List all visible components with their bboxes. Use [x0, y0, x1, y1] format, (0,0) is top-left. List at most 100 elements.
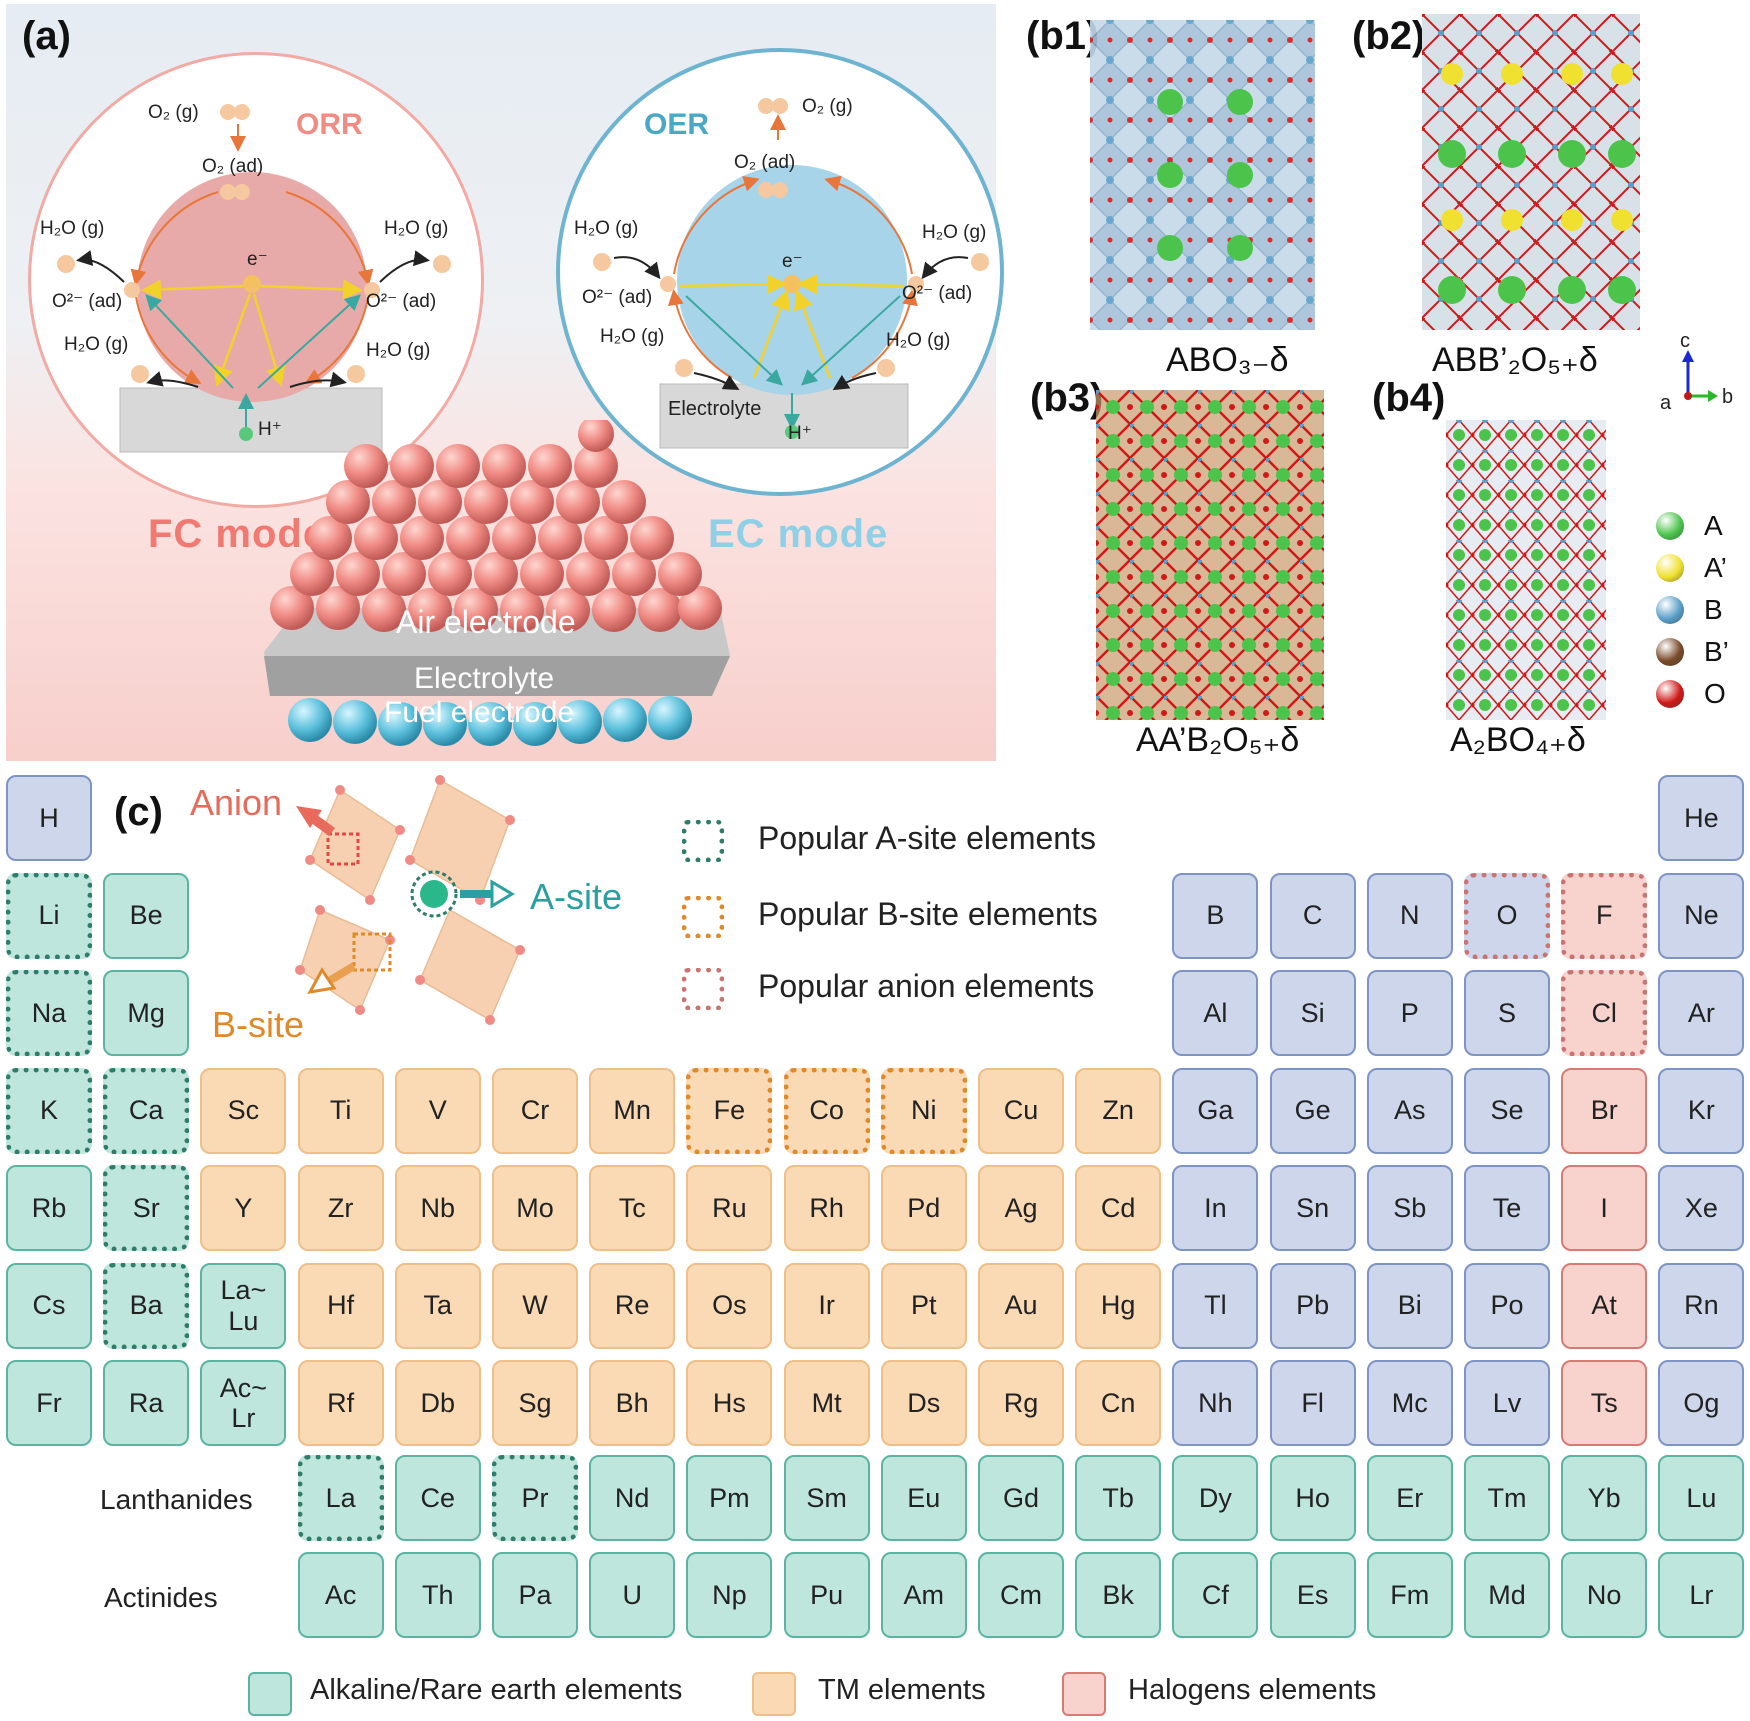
element-symbol: Rf	[327, 1387, 355, 1418]
element-symbol: Hf	[327, 1290, 355, 1321]
element-symbol: Mc	[1391, 1387, 1428, 1418]
element-cell-au: Au	[978, 1262, 1064, 1349]
element-cell-p: P	[1366, 970, 1453, 1056]
element-cell-og: Og	[1658, 1360, 1745, 1446]
element-symbol: Pr	[521, 1482, 549, 1513]
element-cell-re: Re	[589, 1262, 676, 1349]
perovskite-site-illustration	[295, 775, 525, 1025]
panel-label-b3: (b3)	[1030, 376, 1104, 420]
element-symbol: Ac~	[219, 1372, 268, 1403]
element-cell-hg: Hg	[1075, 1262, 1162, 1349]
element-symbol: Au	[1004, 1290, 1038, 1321]
element-cell-lv: Lv	[1464, 1360, 1550, 1446]
element-symbol: Ga	[1197, 1095, 1234, 1126]
element-symbol: In	[1204, 1192, 1227, 1223]
element-cell-pt: Pt	[880, 1262, 967, 1349]
element-symbol: Pb	[1296, 1290, 1330, 1321]
element-cell-la: La	[297, 1455, 384, 1541]
element-cell-gd: Gd	[978, 1455, 1064, 1541]
element-symbol: Cn	[1100, 1387, 1136, 1418]
element-symbol: Xe	[1684, 1192, 1718, 1223]
atom-legend-label: A’	[1704, 552, 1727, 583]
element-symbol: Ir	[818, 1290, 835, 1321]
element-symbol: Ac	[324, 1579, 357, 1610]
element-symbol: Bi	[1397, 1290, 1422, 1321]
oer-h2o-top-left: H₂O (g)	[574, 218, 639, 239]
element-symbol: Ts	[1590, 1387, 1618, 1418]
element-symbol: Eu	[907, 1482, 941, 1513]
element-symbol: No	[1586, 1579, 1622, 1610]
panel-label-b4: (b4)	[1372, 376, 1446, 420]
element-symbol: Mg	[127, 997, 165, 1028]
element-cell-la: La~Lu	[200, 1262, 287, 1349]
element-symbol: Ca	[128, 1095, 164, 1126]
element-symbol-end: Lr	[231, 1403, 256, 1433]
element-cell-eu: Eu	[880, 1455, 967, 1541]
structure-label-a2bo4: A₂BO₄₊δ	[1450, 721, 1586, 759]
oer-electron: e⁻	[782, 251, 803, 272]
element-symbol-end: Lu	[228, 1305, 259, 1336]
element-symbol: Lr	[1689, 1579, 1714, 1610]
element-cell-k: K	[6, 1067, 92, 1154]
element-cell-pu: Pu	[783, 1552, 870, 1638]
crystal-axes-icon	[1682, 350, 1718, 402]
element-cell-ga: Ga	[1172, 1067, 1259, 1154]
element-cell-mn: Mn	[589, 1067, 676, 1154]
element-cell-rh: Rh	[783, 1165, 870, 1251]
structure-aab2o5-crystal	[1096, 390, 1324, 720]
legend-alkaline-swatch	[248, 1672, 292, 1716]
actinides-row-label: Actinides	[104, 1582, 218, 1613]
element-cell-nb: Nb	[394, 1165, 481, 1251]
electrolyte-layer-label: Electrolyte	[414, 662, 555, 695]
element-cell-se: Se	[1464, 1067, 1550, 1154]
axis-label-b: b	[1722, 386, 1734, 408]
element-symbol: Pm	[709, 1482, 750, 1513]
oer-h2o-top-right: H₂O (g)	[922, 222, 987, 243]
element-cell-ni: Ni	[880, 1067, 967, 1154]
element-cell-w: W	[492, 1262, 578, 1349]
element-cell-v: V	[394, 1067, 481, 1154]
orr-electron: e⁻	[247, 249, 268, 270]
orr-title: ORR	[296, 108, 363, 141]
structure-label-abo3: ABO₃₋δ	[1166, 341, 1289, 379]
element-cell-dy: Dy	[1172, 1455, 1259, 1541]
popular-a-site-swatch	[682, 820, 724, 862]
element-cell-ac: Ac	[297, 1552, 384, 1638]
element-symbol: Sm	[806, 1482, 847, 1513]
element-symbol: Ar	[1687, 997, 1715, 1028]
element-cell-fl: Fl	[1269, 1360, 1356, 1446]
element-symbol: Lv	[1492, 1387, 1522, 1418]
element-cell-ta: Ta	[394, 1262, 481, 1349]
element-cell-bk: Bk	[1075, 1552, 1162, 1638]
axis-label-a: a	[1660, 392, 1672, 414]
element-cell-zn: Zn	[1075, 1067, 1162, 1154]
atom-legend-dot	[1656, 596, 1684, 624]
element-cell-th: Th	[394, 1552, 481, 1638]
element-symbol: Tc	[618, 1192, 646, 1223]
legend-halogen-text: Halogens elements	[1128, 1674, 1377, 1706]
element-symbol: Ba	[129, 1290, 163, 1321]
oer-diagram	[593, 98, 989, 449]
element-symbol: O	[1496, 900, 1518, 931]
element-cell-ag: Ag	[978, 1165, 1064, 1251]
element-symbol: Cu	[1003, 1095, 1039, 1126]
element-cell-c: C	[1269, 872, 1356, 959]
element-symbol: Nb	[420, 1192, 456, 1223]
air-electrode-label: Air electrode	[396, 604, 576, 640]
element-symbol: Al	[1203, 997, 1228, 1028]
element-symbol: Ne	[1684, 900, 1719, 931]
element-cell-li: Li	[6, 872, 92, 959]
element-cell-mt: Mt	[783, 1360, 870, 1446]
oer-oxide-left: O²⁻ (ad)	[582, 287, 653, 308]
orr-h2o-bottom-left: H₂O (g)	[64, 334, 129, 355]
element-symbol: Ce	[420, 1482, 456, 1513]
element-symbol: Db	[420, 1387, 456, 1418]
element-cell-ir: Ir	[783, 1262, 870, 1349]
atom-legend-dot	[1656, 638, 1684, 666]
element-symbol: Co	[809, 1095, 844, 1126]
element-symbol: Ni	[911, 1095, 937, 1126]
element-symbol: Fe	[713, 1095, 746, 1126]
element-cell-er: Er	[1366, 1455, 1453, 1541]
element-symbol: Zn	[1102, 1095, 1134, 1126]
element-symbol: I	[1600, 1192, 1608, 1223]
